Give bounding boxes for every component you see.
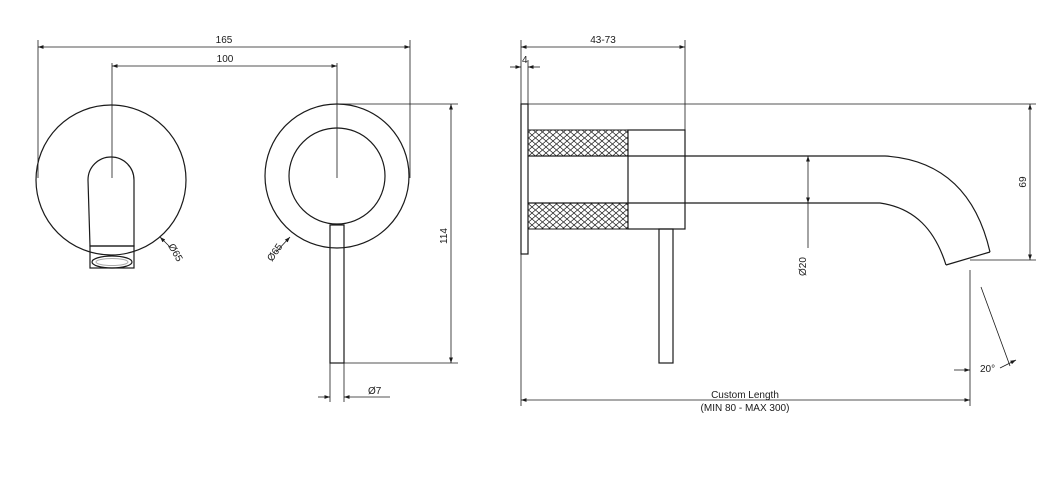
center-distance-label: 100 <box>217 54 234 65</box>
side-view <box>520 103 991 364</box>
depth-label: 43-73 <box>590 35 616 46</box>
length-label: Custom Length <box>711 390 779 401</box>
spout-inner-curve <box>528 202 947 266</box>
spout-front-view: Ø65 <box>35 63 187 269</box>
handle-body-collar <box>627 129 686 230</box>
front-dimensions: 165 100 114 Ø7 <box>37 35 458 402</box>
spout-dia-label: Ø20 <box>798 257 809 276</box>
overall-width-label: 165 <box>216 35 233 46</box>
side-wall-plate <box>520 103 529 255</box>
spout-plate-dia-label: Ø65 <box>165 242 184 264</box>
spout-outlet-face <box>945 251 991 266</box>
handle-front-view: Ø65 <box>264 63 410 364</box>
side-lever <box>658 228 674 364</box>
height-label: 114 <box>439 228 450 244</box>
knurled-sleeve-upper <box>527 129 629 157</box>
plate-thickness-label: 4 <box>522 55 528 66</box>
side-dimensions: 43-73 4 69 Ø20 20° Custom Length (MIN 80… <box>510 35 1036 414</box>
angle-label: 20° <box>980 364 995 375</box>
spout-height-label: 69 <box>1018 176 1029 188</box>
spout-outlet-neck <box>89 245 135 269</box>
angle-reference-line <box>980 286 1011 367</box>
spout-rosette-outline <box>35 104 187 256</box>
handle-dia-leader <box>275 236 291 253</box>
length-range-label: (MIN 80 - MAX 300) <box>701 403 790 414</box>
spout-front-body <box>87 156 135 247</box>
spout-aerator-mesh <box>95 258 129 266</box>
spout-outer-curve <box>528 155 991 253</box>
spout-dia-leader <box>159 236 171 248</box>
spout-aerator <box>91 255 133 269</box>
knurled-sleeve-lower <box>527 202 629 230</box>
angle-arrow <box>999 359 1017 369</box>
handle-lever <box>329 224 345 364</box>
lever-dia-label: Ø7 <box>368 386 382 397</box>
